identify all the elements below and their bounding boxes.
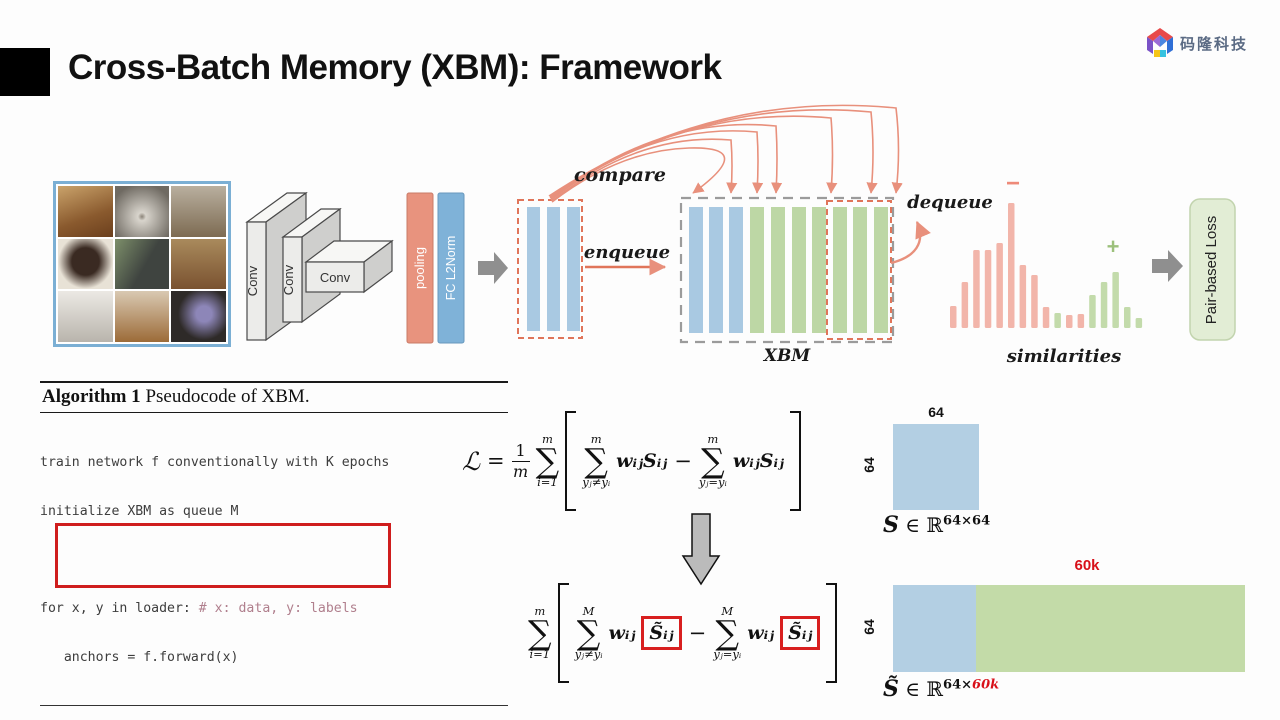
s-tilde-matrix-rows-label: 64 (861, 619, 877, 635)
company-logo (1143, 24, 1273, 64)
mini-batch-photo (171, 238, 226, 290)
minus-sign: − (688, 621, 707, 645)
right-bracket (789, 411, 801, 511)
sum-operator: m∑yⱼ=yᵢ (698, 431, 727, 489)
left-bracket (557, 583, 569, 683)
left-bracket (565, 411, 577, 511)
dequeue-region (826, 200, 892, 340)
algorithm-panel: Algorithm 1 Pseudocode of XBM. train net… (40, 381, 508, 720)
compare-arcs-icon (548, 104, 903, 203)
code-line: train network f conventionally with K ep… (40, 455, 390, 471)
dequeue-label: dequeue (907, 192, 993, 213)
mini-batch-photo (58, 186, 113, 237)
algorithm-title: Algorithm 1 Pseudocode of XBM. (40, 383, 508, 413)
minus-sign: − (674, 449, 692, 473)
mini-batch-photo (114, 291, 170, 342)
pooling-label: pooling (412, 247, 427, 289)
conv2-label: Conv (281, 264, 296, 295)
sum-operator: m∑i=1 (528, 603, 552, 661)
xbm-memory (679, 196, 895, 344)
sum-operator: m∑yⱼ≠yᵢ (582, 431, 611, 489)
memory-similarity-term-highlighted: S̃ᵢⱼ (780, 616, 821, 650)
fc-l2norm-label: FC L2Norm (444, 236, 458, 301)
s-matrix-cols-label: 64 (928, 404, 944, 420)
s-matrix (893, 424, 979, 510)
title-accent-block (0, 48, 50, 96)
dequeue-arrow (890, 220, 931, 265)
down-arrow-icon (681, 513, 721, 586)
code-line: for x, y in loader: # x: data, y: labels (40, 601, 358, 617)
mini-batch-photo (58, 238, 113, 290)
similarities-histogram (950, 203, 1143, 328)
weighted-similarity-term: wᵢⱼSᵢⱼ (616, 450, 668, 472)
current-batch-embeddings (517, 199, 583, 339)
mini-batch-photo (114, 186, 170, 237)
page-title: Cross-Batch Memory (XBM): Framework (68, 48, 722, 87)
s-tilde-matrix-cols-label: 60k (1074, 557, 1100, 574)
flow-arrow-icon (1152, 250, 1183, 282)
logo-cube-icon (1147, 28, 1173, 57)
xbm-loss-formula: m∑i=1 M∑ỹⱼ≠yᵢ wᵢⱼ S̃ᵢⱼ − M∑ỹⱼ=yᵢ wᵢⱼ S̃ᵢ… (528, 583, 838, 683)
fc-l2norm-layer (437, 192, 465, 344)
positive-pair-plus-icon: + (1107, 234, 1120, 259)
pair-based-loss-box (1189, 198, 1236, 341)
pooling-layer (406, 192, 434, 344)
algorithm-title-bold: Algorithm 1 (42, 386, 141, 407)
enqueue-label: enqueue (584, 242, 670, 263)
code-line: anchors = f.forward(x) (40, 649, 239, 665)
cnn-conv-blocks (245, 191, 394, 342)
logo-text: 码隆科技 (1180, 36, 1249, 53)
s-tilde-matrix-equation: S̃ ∈ ℝ64×60k (883, 676, 1000, 702)
sum-operator: m∑i=1 (535, 431, 560, 489)
algorithm-bottom-rule (40, 705, 508, 706)
mini-batch-photo (171, 186, 226, 237)
conv3-label: Conv (320, 270, 351, 285)
mini-batch-image-grid (53, 181, 231, 347)
weight-term: wᵢⱼ (747, 622, 775, 644)
s-matrix-rows-label: 64 (861, 457, 877, 473)
s-matrix-equation: S ∈ ℝ64×64 (883, 512, 991, 538)
algorithm-code: train network f conventionally with K ep… (40, 423, 508, 720)
weighted-similarity-term: wᵢⱼSᵢⱼ (732, 450, 784, 472)
weight-term: wᵢⱼ (608, 622, 636, 644)
flow-arrow-icon (478, 252, 508, 284)
compare-label: compare (574, 164, 666, 186)
xbm-label: XBM (763, 346, 812, 366)
s-tilde-matrix (893, 585, 1245, 672)
loss-symbol: ℒ (462, 446, 481, 476)
right-bracket (826, 583, 838, 683)
memory-similarity-term-highlighted: S̃ᵢⱼ (641, 616, 682, 650)
mini-batch-photo (171, 291, 226, 342)
algorithm-title-rest: Pseudocode of XBM. (140, 386, 310, 407)
code-line: initialize XBM as queue M (40, 504, 239, 520)
code-line (40, 698, 508, 714)
pair-based-loss-label: Pair-based Loss (1203, 216, 1220, 324)
negative-pair-minus-icon: − (1006, 170, 1020, 197)
equals-sign: = (487, 449, 505, 473)
sum-operator: M∑ỹⱼ≠yᵢ (574, 603, 603, 661)
mini-batch-photo (58, 291, 113, 342)
similarities-label: similarities (1006, 346, 1121, 367)
sum-operator: M∑ỹⱼ=yᵢ (713, 603, 742, 661)
conv1-label: Conv (245, 265, 260, 296)
mini-batch-photo (114, 238, 170, 290)
memory-update-highlight-box (55, 523, 391, 588)
algorithm-top-rule (40, 381, 508, 383)
